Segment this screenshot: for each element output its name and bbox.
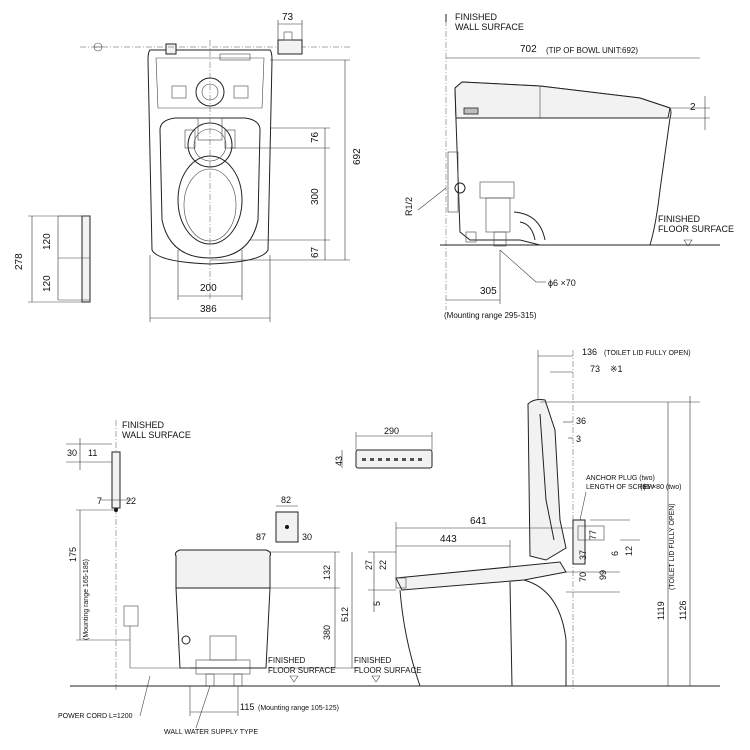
finished-floor-label-1: FINISHED	[658, 214, 701, 224]
lid-dim-36: 36	[576, 416, 586, 426]
bracket-dim-12: 12	[624, 546, 634, 556]
screw-length-label: LENGTH OF SCREW	[586, 484, 654, 491]
front-dim-30: 30	[67, 448, 77, 458]
side-dim-70: 70	[578, 572, 588, 582]
dim-67: 67	[310, 246, 321, 258]
power-cord-label: POWER CORD L=1200	[58, 713, 133, 720]
side-finished-floor-1: FINISHED	[354, 656, 392, 665]
front-mounting-range-2: (Mounting range 105-125)	[258, 705, 339, 712]
height-dim-1126: 1126	[678, 601, 688, 620]
plate-dim-87: 87	[256, 532, 266, 542]
height-dim-1119: 1119	[656, 601, 666, 620]
side-view-top: FINISHED WALL SURFACE 702 (TIP OF BOWL U…	[404, 12, 734, 320]
finished-wall-label-2: WALL SURFACE	[455, 22, 524, 32]
finished-wall-label-1: FINISHED	[455, 12, 498, 22]
plan-view: 73 76 300 67 692 200 386 278 120	[14, 12, 363, 322]
dim-2: 2	[690, 102, 696, 113]
front-dim-132: 132	[322, 565, 332, 580]
lid-dim-136: 136	[582, 347, 597, 357]
bracket-dim-6: 6	[610, 551, 620, 556]
dim-278: 278	[14, 253, 25, 270]
wall-supply-label: WALL WATER SUPPLY TYPE	[164, 729, 258, 736]
lid-dim-73: 73	[590, 364, 600, 374]
screw-size-label: (ϕ6 ×80 (two)	[640, 484, 681, 491]
finished-floor-label-2: FLOOR SURFACE	[658, 224, 734, 234]
front-finished-floor-1: FINISHED	[268, 656, 306, 665]
front-finished-wall-2: WALL SURFACE	[122, 430, 191, 440]
front-dim-11: 11	[88, 448, 97, 458]
dim-73-top: 73	[282, 12, 294, 23]
seat-dim-5: 5	[372, 601, 382, 606]
front-dim-175: 175	[68, 547, 78, 562]
front-finished-floor-2: FLOOR SURFACE	[268, 666, 336, 675]
dim-300: 300	[310, 188, 321, 205]
dim-386: 386	[200, 304, 217, 315]
mounting-range-label: (Mounting range 295-315)	[444, 311, 537, 320]
front-dim-512: 512	[340, 607, 350, 622]
remote-dim-290: 290	[384, 426, 399, 436]
bowl-dim-443: 443	[440, 534, 457, 545]
dim-702: 702	[520, 44, 537, 55]
dim-120-upper: 120	[42, 233, 53, 250]
bowl-dim-641: 641	[470, 516, 487, 527]
seat-dim-27: 27	[364, 560, 374, 570]
dim-120-lower: 120	[42, 275, 53, 292]
dim-305: 305	[480, 286, 497, 297]
front-dim-7: 7	[97, 496, 102, 506]
side-view-bottom: 136 (TOILET LID FULLY OPEN) 73 ※1 36 3 A…	[350, 347, 720, 690]
dim-692: 692	[352, 148, 363, 165]
front-dim-380: 380	[322, 625, 332, 640]
phi-70-label: ϕ6 ×70	[548, 278, 576, 288]
bracket-dim-77: 77	[588, 530, 598, 540]
r12-label: R1/2	[404, 197, 414, 216]
lid-open-vertical-note: (TOILET LID FULLY OPEN)	[669, 503, 676, 590]
front-finished-wall-1: FINISHED	[122, 420, 165, 430]
bracket-dim-37: 37	[578, 550, 588, 560]
anchor-plug-label: ANCHOR PLUG (two)	[586, 475, 655, 482]
tip-of-bowl-note: (TIP OF BOWL UNIT:692)	[546, 46, 638, 55]
dim-76: 76	[310, 131, 321, 143]
note-1: ※1	[610, 364, 623, 374]
plate-dim-30: 30	[302, 532, 312, 542]
lid-open-note: (TOILET LID FULLY OPEN)	[604, 350, 691, 357]
dim-200: 200	[200, 283, 217, 294]
side-finished-floor-2: FLOOR SURFACE	[354, 666, 422, 675]
front-view: FINISHED WALL SURFACE 30 11 7 22 175 (Mo…	[58, 420, 433, 736]
seat-dim-22: 22	[378, 560, 388, 570]
front-dim-22: 22	[126, 496, 136, 506]
lid-dim-3: 3	[576, 434, 581, 444]
plate-dim-82: 82	[281, 495, 291, 505]
side-dim-99: 99	[598, 570, 608, 580]
remote-dim-43: 43	[334, 456, 344, 466]
front-mounting-range: (Mounting range 165-185)	[83, 559, 90, 640]
front-dim-115: 115	[240, 702, 254, 712]
